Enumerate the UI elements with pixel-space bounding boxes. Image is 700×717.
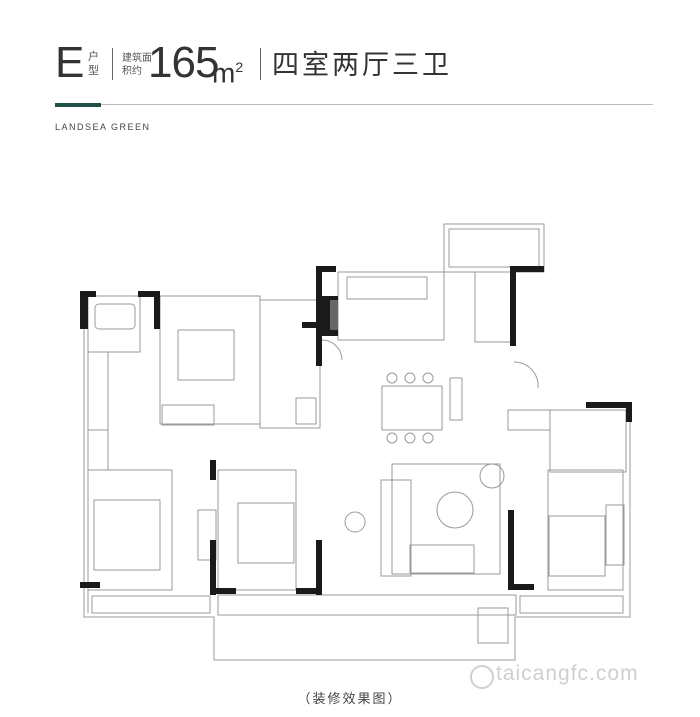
layout-description: 四室两厅三卫	[272, 50, 452, 80]
area-unit: m2	[212, 57, 244, 89]
circular-logo-icon	[470, 665, 494, 689]
header-divider	[112, 48, 113, 80]
area-value: 165	[148, 38, 219, 87]
watermark: taicangfc.com	[496, 662, 639, 685]
brand-name: LANDSEA GREEN	[55, 122, 151, 132]
house-type-suffix: 户型	[88, 51, 99, 77]
area-label: 建筑面积约	[122, 53, 152, 77]
caption: （装修效果图）	[297, 691, 403, 706]
header-divider-2	[260, 48, 261, 80]
accent-rule	[55, 103, 101, 107]
house-type-letter: E	[55, 38, 85, 87]
header-rule	[101, 104, 653, 105]
